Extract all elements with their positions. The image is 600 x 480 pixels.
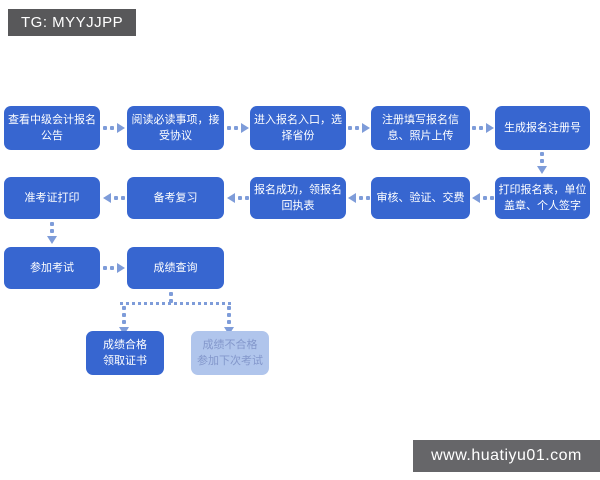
dotted-arrow-down-icon <box>537 152 547 174</box>
flow-node-fill-info: 注册填写报名信 息、照片上传 <box>371 106 470 150</box>
flow-node-receipt: 报名成功，领报名 回执表 <box>250 177 346 219</box>
flow-node-announcement: 查看中级会计报名 公告 <box>4 106 100 150</box>
flow-node-audit-pay: 审核、验证、交费 <box>371 177 470 219</box>
flow-node-take-exam: 参加考试 <box>4 247 100 289</box>
flow-node-print-ticket: 准考证打印 <box>4 177 100 219</box>
flow-node-fail: 成绩不合格 参加下次考试 <box>191 331 269 375</box>
flow-node-print-form: 打印报名表，单位 盖章、个人签字 <box>495 177 590 219</box>
dotted-arrow-right-icon <box>103 263 125 273</box>
dotted-arrow-right-icon <box>472 123 494 133</box>
flow-node-read-agreement: 阅读必读事项，接 受协议 <box>127 106 224 150</box>
dotted-arrow-right-icon <box>348 123 370 133</box>
flow-node-check-score: 成绩查询 <box>127 247 224 289</box>
dotted-branch-line <box>120 302 231 305</box>
dotted-arrow-left-icon <box>348 193 370 203</box>
flow-node-review: 备考复习 <box>127 177 224 219</box>
dotted-stem-line <box>169 292 173 303</box>
tg-badge: TG: MYYJJPP <box>8 9 136 36</box>
flow-node-pass: 成绩合格 领取证书 <box>86 331 164 375</box>
watermark: www.huatiyu01.com <box>413 440 600 472</box>
dotted-arrow-down-icon <box>47 222 57 244</box>
dotted-arrow-right-icon <box>103 123 125 133</box>
dotted-arrow-left-icon <box>103 193 125 203</box>
flow-node-reg-number: 生成报名注册号 <box>495 106 590 150</box>
dotted-arrow-left-icon <box>472 193 494 203</box>
flow-node-enter-portal: 进入报名入口，选 择省份 <box>250 106 346 150</box>
dotted-arrow-right-icon <box>227 123 249 133</box>
dotted-arrow-left-icon <box>227 193 249 203</box>
